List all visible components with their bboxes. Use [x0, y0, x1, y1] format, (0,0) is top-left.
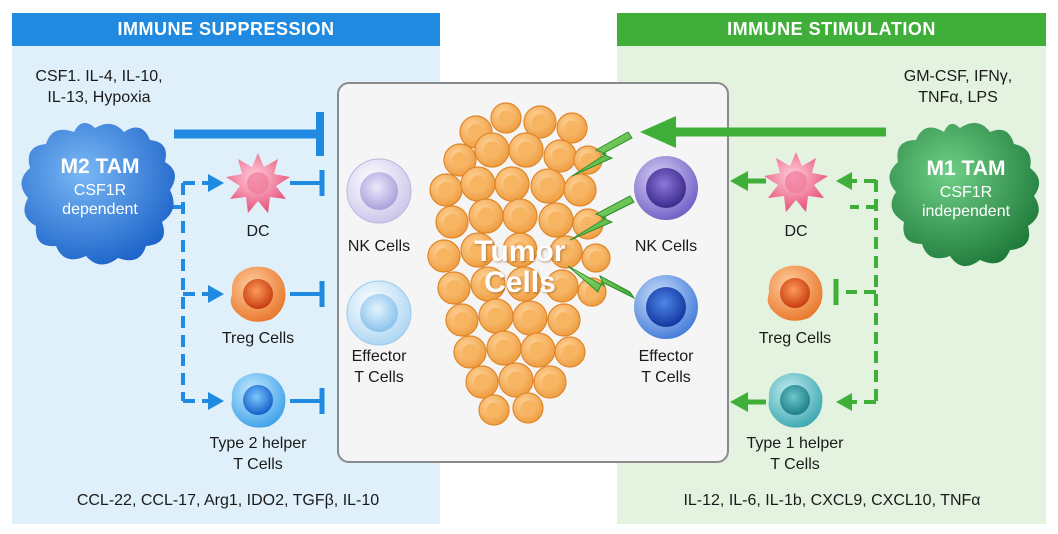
m2-tam-sub2: dependent: [62, 201, 138, 218]
th2-cell: [231, 372, 286, 428]
tumor-cell-nucleus: [444, 214, 460, 230]
m1-tam-sub2: independent: [921, 203, 1011, 220]
tumor-cell-nucleus: [529, 341, 547, 359]
tumor-cell-nucleus: [539, 177, 557, 195]
tumor-cell-nucleus: [477, 207, 495, 225]
effector-t-cell-active: [634, 275, 698, 339]
tumor-cell-nucleus: [446, 280, 462, 296]
suppression-header: IMMUNE SUPPRESSION: [12, 13, 440, 46]
m1-inputs-line1: GM-CSF, IFNγ,: [903, 68, 1013, 85]
effector-left-line2: T Cells: [354, 369, 404, 386]
effector-t-cell-inhibited: [346, 280, 412, 346]
m2-inhibition-line: [174, 112, 324, 156]
tumor-cell-nucleus: [552, 148, 568, 164]
tumor-cell-nucleus: [452, 152, 468, 168]
treg-left-cell: [230, 266, 286, 322]
tumor-cell-nucleus: [532, 114, 548, 130]
dc-right-cell: [764, 152, 828, 212]
treg-right-label: Treg Cells: [758, 330, 832, 347]
nk-right-label: NK Cells: [634, 238, 698, 255]
effector-left-line1: Effector: [351, 348, 407, 365]
tumor-cell-cluster: [427, 102, 611, 426]
dc-left-label: DC: [246, 223, 270, 240]
m1-tam-title: M1 TAM: [926, 157, 1006, 180]
tumor-cell-nucleus: [521, 309, 539, 327]
tumor-label-line1: Tumor: [474, 235, 566, 268]
tumor-cell-nucleus: [438, 182, 454, 198]
tumor-cell-nucleus: [479, 275, 497, 293]
m1-outputs: IL-12, IL-6, IL-1b, CXCL9, CXCL10, TNFα: [683, 492, 981, 509]
effector-right-line2: T Cells: [641, 369, 691, 386]
tumor-cell-nucleus: [520, 400, 536, 416]
th1-label-line2: T Cells: [770, 456, 820, 473]
tumor-cell-nucleus: [562, 344, 578, 360]
tumor-cell-nucleus: [454, 312, 470, 328]
m2-arrowheads: [208, 174, 224, 410]
tumor-cell-nucleus: [469, 241, 487, 259]
tumor-cell-nucleus: [474, 374, 490, 390]
nk-cell-inhibited: [346, 158, 412, 224]
m2-inputs-line2: IL-13, Hypoxia: [47, 89, 151, 106]
th1-cell: [768, 372, 823, 428]
tumor-cell-nucleus: [589, 251, 603, 265]
dc-left-cell: [226, 153, 290, 213]
tumor-cell-nucleus: [436, 248, 452, 264]
tumor-cell-nucleus: [469, 175, 487, 193]
m1-dashed-connectors: [846, 179, 878, 404]
th2-label-line2: T Cells: [233, 456, 283, 473]
tumor-cell-nucleus: [511, 241, 529, 259]
m1-inputs-line2: TNFα, LPS: [918, 89, 998, 106]
left-inhibition-bars: [290, 170, 325, 414]
tumor-cell-nucleus: [542, 374, 558, 390]
tumor-cell-nucleus: [517, 141, 535, 159]
m2-tam-sub1: CSF1R: [73, 182, 127, 199]
effector-right-line1: Effector: [638, 348, 694, 365]
tumor-cell-nucleus: [486, 402, 502, 418]
tumor-cell-nucleus: [558, 244, 574, 260]
tumor-cell-nucleus: [507, 371, 525, 389]
tumor-cell-nucleus: [503, 175, 521, 193]
dc-right-label: DC: [784, 223, 808, 240]
right-activation-arrows: [730, 171, 766, 412]
m1-tam-sub1: CSF1R: [939, 184, 993, 201]
tumor-cell-nucleus: [487, 307, 505, 325]
tumor-cell-nucleus: [462, 344, 478, 360]
m1-arrowheads: [836, 172, 852, 411]
th1-label-line1: Type 1 helper: [746, 435, 844, 452]
tumor-cell-nucleus: [468, 124, 484, 140]
tumor-cell-nucleus: [515, 275, 533, 293]
tumor-cell-nucleus: [556, 312, 572, 328]
m2-tam-title: M2 TAM: [60, 155, 140, 178]
tumor-cell-nucleus: [495, 339, 513, 357]
m1-activation-arrow: [640, 116, 886, 148]
treg-left-label: Treg Cells: [221, 330, 295, 347]
attack-bolts: [567, 131, 636, 300]
tumor-cell-nucleus: [483, 141, 501, 159]
tumor-cell-nucleus: [547, 211, 565, 229]
nk-left-label: NK Cells: [347, 238, 411, 255]
tumor-label-line2: Cells: [484, 266, 556, 299]
th2-label-line1: Type 2 helper: [209, 435, 307, 452]
tumor-cell-nucleus: [498, 110, 514, 126]
tumor-cell-nucleus: [511, 207, 529, 225]
tumor-cell-nucleus: [554, 278, 570, 294]
tumor-cell-nucleus: [564, 120, 580, 136]
m2-inputs-line1: CSF1. IL-4, IL-10,: [35, 68, 163, 85]
treg-right-cell: [767, 265, 823, 321]
tumor-cell-nucleus: [572, 182, 588, 198]
m2-outputs: CCL-22, CCL-17, Arg1, IDO2, TGFβ, IL-10: [76, 492, 380, 509]
nk-cell-active: [634, 156, 698, 220]
stimulation-header: IMMUNE STIMULATION: [617, 13, 1046, 46]
m2-tam-cell: [21, 122, 175, 265]
m1-tam-cell: [889, 122, 1040, 267]
